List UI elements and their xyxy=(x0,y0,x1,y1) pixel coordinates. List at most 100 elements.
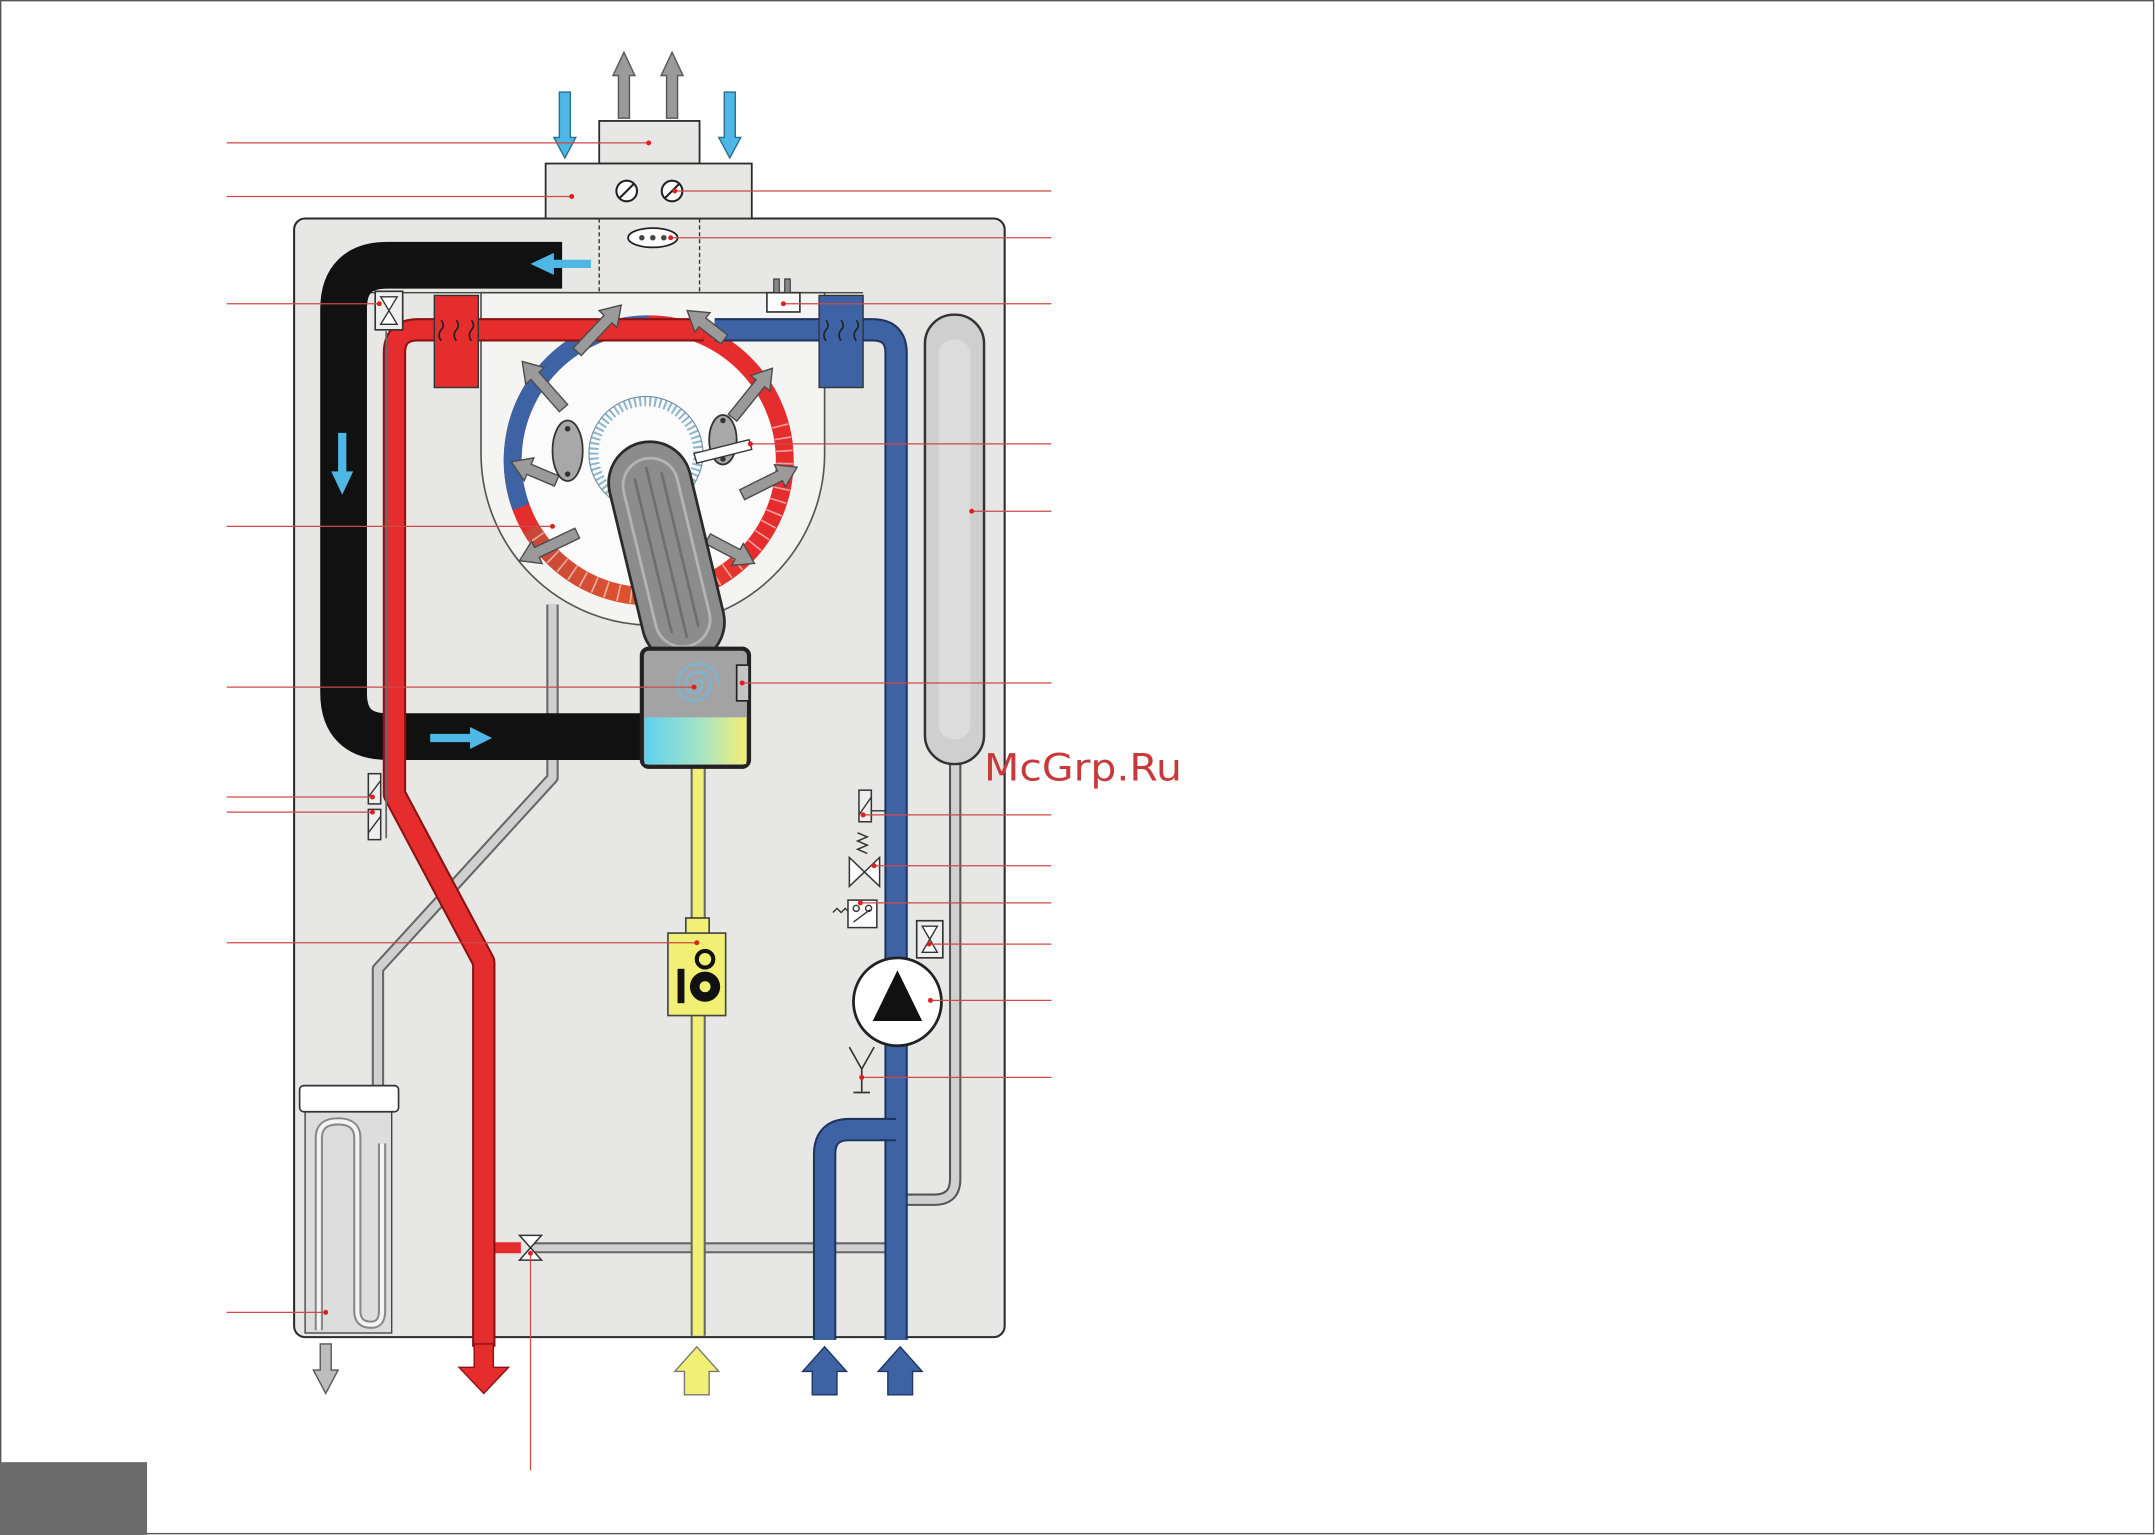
expansion-vessel-highlight xyxy=(938,339,971,740)
leader-dot xyxy=(376,301,382,307)
overheat-thermostat-pin xyxy=(773,278,780,294)
flue-gas-arrow xyxy=(738,463,799,501)
leader-dot xyxy=(739,680,745,686)
expansion-vessel-pipe xyxy=(907,764,960,1204)
heating-flow-outlet-arrow xyxy=(457,1343,511,1395)
leader-dot xyxy=(668,235,674,241)
page-corner-tab xyxy=(0,1462,148,1535)
condensate-pipe xyxy=(371,604,559,1089)
drain-cock xyxy=(848,1046,875,1094)
air-flow-arrow xyxy=(331,432,354,495)
flue-sight-port-dot xyxy=(661,234,667,241)
flow-pipe-fill xyxy=(384,320,704,1347)
components xyxy=(367,278,944,1261)
leader-dot xyxy=(691,684,697,690)
safety-valve-spring xyxy=(855,832,870,855)
pressure-switch-lever xyxy=(853,909,871,923)
leader-dot xyxy=(672,188,678,194)
pressure-switch-contact xyxy=(852,904,860,913)
return-pipes xyxy=(714,318,908,1340)
leader-dot xyxy=(859,1074,865,1080)
ionisation-probe xyxy=(693,438,753,464)
pressure-switch-box xyxy=(847,899,878,929)
heating-return-inlet-arrow xyxy=(876,1345,924,1396)
pump-triangle-icon xyxy=(872,970,923,1022)
pressure-switch-wire xyxy=(832,907,849,914)
flue-gas-arrow xyxy=(518,527,581,565)
flue-gas-arrow xyxy=(686,309,729,345)
condensate-outlet-arrow xyxy=(312,1343,340,1395)
flue-gas-arrow xyxy=(521,360,569,413)
burner-rib xyxy=(644,466,689,639)
overheat-thermostat-pin xyxy=(784,278,791,294)
pressure-switch xyxy=(832,899,878,929)
leader-dot xyxy=(780,301,786,307)
sensor-coil xyxy=(853,319,860,342)
flow-sensor-lower-slash xyxy=(367,815,382,834)
bottom-connection-arrows xyxy=(312,1343,924,1396)
leader-dot xyxy=(860,812,866,818)
gas-inlet-arrow xyxy=(673,1345,721,1396)
leader-lines xyxy=(226,140,1052,1471)
gas-valve-connector xyxy=(684,917,710,936)
sampling-point-left-slot xyxy=(619,183,635,199)
air-inlet-arrow xyxy=(552,91,578,160)
circulation-pump xyxy=(852,956,943,1048)
return-pipe xyxy=(714,320,906,1340)
leader-dot xyxy=(871,863,877,869)
fan-unit xyxy=(639,646,752,769)
burner-inner xyxy=(621,456,712,649)
electrode-left-body xyxy=(551,419,584,482)
fan-mixer-section xyxy=(644,717,747,765)
condensate-trap-cap xyxy=(298,1084,400,1113)
ignition-electrode-right xyxy=(693,414,753,466)
flue-sight-port-dot xyxy=(650,234,656,241)
condensate-trap xyxy=(298,1084,400,1334)
leader-dot xyxy=(369,809,375,815)
burner-rib xyxy=(633,477,674,634)
flue-terminal xyxy=(544,120,753,293)
flue-gas-arrow xyxy=(727,367,774,423)
flue-gas-arrow xyxy=(572,304,623,357)
leader-dot xyxy=(694,940,700,946)
flue-gas-arrow xyxy=(510,457,560,487)
drain-cock-arm xyxy=(848,1046,863,1070)
leader-dot xyxy=(747,441,753,447)
watermark-text: McGrp.Ru xyxy=(984,747,1182,790)
sensor-coil xyxy=(838,319,844,342)
gas-valve-solenoid-icon xyxy=(677,968,685,1004)
burner-assembly xyxy=(551,395,753,665)
air-intake-duct xyxy=(320,241,644,760)
air-flow-arrow xyxy=(530,252,591,275)
auto-air-vent-top-icon xyxy=(379,296,399,326)
flow-temperature-block xyxy=(433,294,479,389)
leader-dot xyxy=(926,941,932,947)
condensate-pipe-fill xyxy=(373,604,557,1089)
cold-water-inlet-arrow xyxy=(801,1345,849,1396)
sensor-coil xyxy=(438,319,445,342)
air-flow-arrow xyxy=(430,726,493,749)
flow-sensor-upper-slash xyxy=(367,780,382,798)
leader-dot xyxy=(369,794,375,800)
sampling-point-left xyxy=(615,179,639,203)
air-inlet-arrow xyxy=(717,91,742,160)
leader-dot xyxy=(323,1309,329,1315)
ignition-electrode-left xyxy=(551,419,584,482)
auto-air-vent-pump-icon xyxy=(921,925,939,954)
flow-pipe xyxy=(382,318,704,1347)
electrode-right-screw xyxy=(720,417,726,424)
leader-dot xyxy=(528,1250,533,1256)
leader-dot xyxy=(969,508,975,514)
gas-valve-modulator-core xyxy=(699,981,711,993)
flue-outlet-arrow xyxy=(659,50,685,119)
safety-valve-body xyxy=(848,855,866,889)
duct-air-arrows xyxy=(331,252,591,749)
flue-sight-port-dot xyxy=(639,234,645,241)
leader-dot xyxy=(927,997,933,1003)
electrode-left-screw xyxy=(564,471,571,477)
sensor-coils xyxy=(438,319,860,342)
sensor-coil xyxy=(453,319,460,342)
drain-cock-arm xyxy=(861,1046,875,1070)
sensor-coil xyxy=(468,319,475,342)
